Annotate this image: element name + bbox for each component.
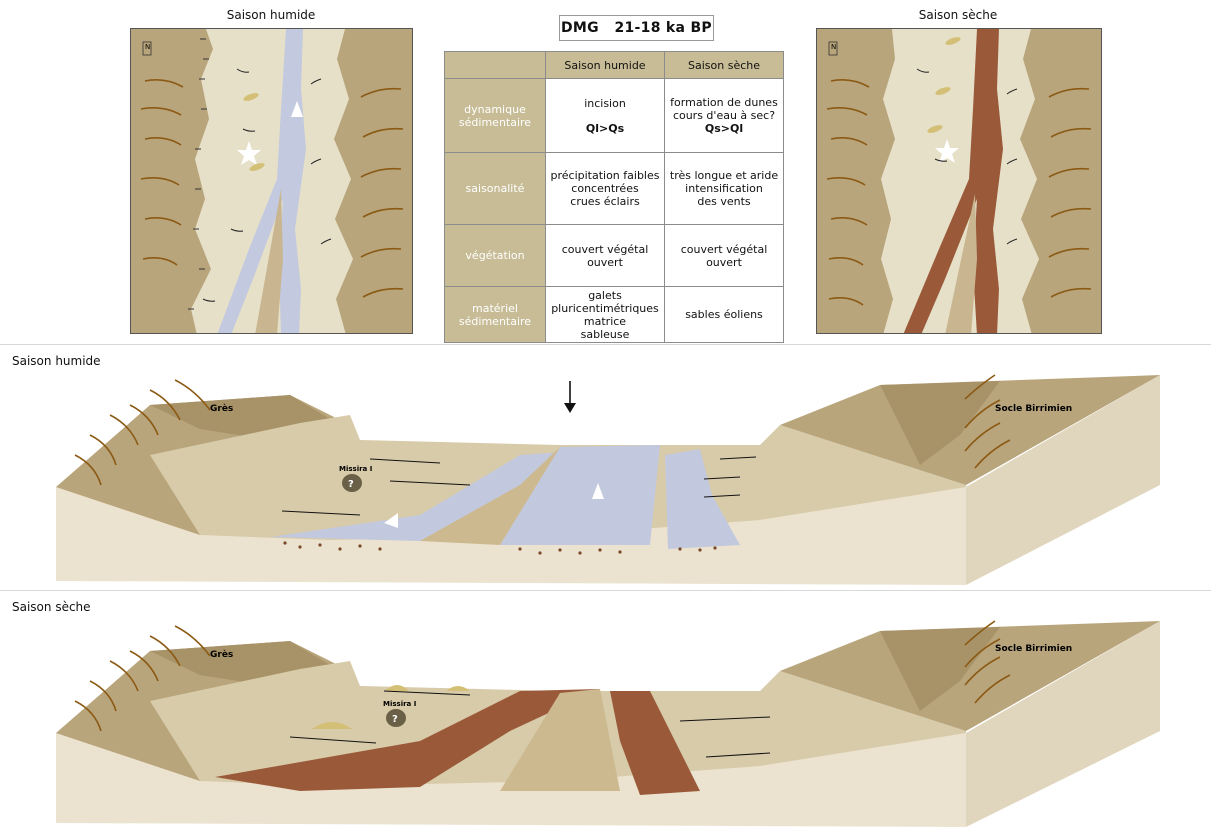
cell-line: des vents bbox=[667, 195, 781, 208]
table-header-seche: Saison sèche bbox=[665, 52, 784, 79]
unit-label-right: Socle Birrimien bbox=[995, 644, 1072, 654]
map-wet-drawing: N bbox=[131, 29, 413, 334]
cell-line: matrice bbox=[548, 315, 662, 328]
table-header-empty bbox=[445, 52, 546, 79]
cell-line: pluricentimétriques bbox=[548, 302, 662, 315]
unit-label-right: Socle Birrimien bbox=[995, 404, 1072, 414]
cell-seche: très longue et aride intensification des… bbox=[665, 153, 784, 225]
map-wet-frame: N bbox=[130, 28, 413, 334]
cell-line: formation de dunes bbox=[667, 96, 781, 109]
unit-label-left: Grès bbox=[210, 649, 233, 660]
site-question-icon: ? bbox=[348, 479, 354, 490]
block-wet-drawing: ? Missira I Grès Socle Birrimien bbox=[0, 345, 1211, 589]
map-wet-season: Saison humide bbox=[117, 8, 425, 330]
block-dry-drawing: ? Missira I Grès Socle Birrimien bbox=[0, 591, 1211, 829]
map-dry-frame: N bbox=[816, 28, 1102, 334]
cell-line: couvert végétal bbox=[667, 243, 781, 256]
map-dry-season: Saison sèche N bbox=[806, 8, 1110, 330]
table-header-humide: Saison humide bbox=[546, 52, 665, 79]
table-row: végétation couvert végétal ouvert couver… bbox=[445, 225, 784, 287]
cell-line: ouvert bbox=[548, 256, 662, 269]
table-header-row: Saison humide Saison sèche bbox=[445, 52, 784, 79]
map-dry-drawing: N bbox=[817, 29, 1102, 334]
cell-line: crues éclairs bbox=[548, 195, 662, 208]
row-label-dynamique: dynamique sédimentaire bbox=[445, 79, 546, 153]
cell-humide: couvert végétal ouvert bbox=[546, 225, 665, 287]
map-wet-title: Saison humide bbox=[117, 8, 425, 22]
cell-seche: sables éoliens bbox=[665, 287, 784, 343]
unit-label-left: Grès bbox=[210, 403, 233, 414]
cell-line: cours d'eau à sec? bbox=[667, 109, 781, 122]
north-arrow-icon: N bbox=[831, 43, 836, 51]
table-row: saisonalité précipitation faibles concen… bbox=[445, 153, 784, 225]
block-dry-season: Saison sèche ? Missira I Grès Socle Birr… bbox=[0, 591, 1211, 829]
cell-line: galets bbox=[548, 289, 662, 302]
cell-line: Qs>Ql bbox=[667, 122, 781, 135]
table-row: dynamique sédimentaire incision Ql>Qs fo… bbox=[445, 79, 784, 153]
cell-line: incision bbox=[548, 97, 662, 110]
table-row: matériel sédimentaire galets pluricentim… bbox=[445, 287, 784, 343]
cell-line: concentrées bbox=[548, 182, 662, 195]
cell-line: sableuse bbox=[548, 328, 662, 341]
summary-table: Saison humide Saison sèche dynamique séd… bbox=[444, 51, 784, 343]
cell-line: ouvert bbox=[667, 256, 781, 269]
north-arrow-icon: N bbox=[145, 43, 150, 51]
site-label: Missira I bbox=[339, 465, 372, 473]
site-question-icon: ? bbox=[392, 714, 398, 725]
table-title: DMG 21-18 ka BP bbox=[559, 15, 714, 41]
block-wet-season: Saison humide bbox=[0, 345, 1211, 589]
cell-seche: couvert végétal ouvert bbox=[665, 225, 784, 287]
map-dry-title: Saison sèche bbox=[806, 8, 1110, 22]
cell-line: précipitation faibles bbox=[548, 169, 662, 182]
cell-humide: incision Ql>Qs bbox=[546, 79, 665, 153]
cell-seche: formation de dunes cours d'eau à sec? Qs… bbox=[665, 79, 784, 153]
row-label-saisonalite: saisonalité bbox=[445, 153, 546, 225]
cell-line: sables éoliens bbox=[667, 308, 781, 321]
site-label: Missira I bbox=[383, 700, 416, 708]
row-label-vegetation: végétation bbox=[445, 225, 546, 287]
cell-humide: précipitation faibles concentrées crues … bbox=[546, 153, 665, 225]
cell-line: Ql>Qs bbox=[548, 122, 662, 135]
cell-humide: galets pluricentimétriques matrice sable… bbox=[546, 287, 665, 343]
cell-line: très longue et aride bbox=[667, 169, 781, 182]
row-label-materiel: matériel sédimentaire bbox=[445, 287, 546, 343]
cell-line: couvert végétal bbox=[548, 243, 662, 256]
cell-line: intensification bbox=[667, 182, 781, 195]
